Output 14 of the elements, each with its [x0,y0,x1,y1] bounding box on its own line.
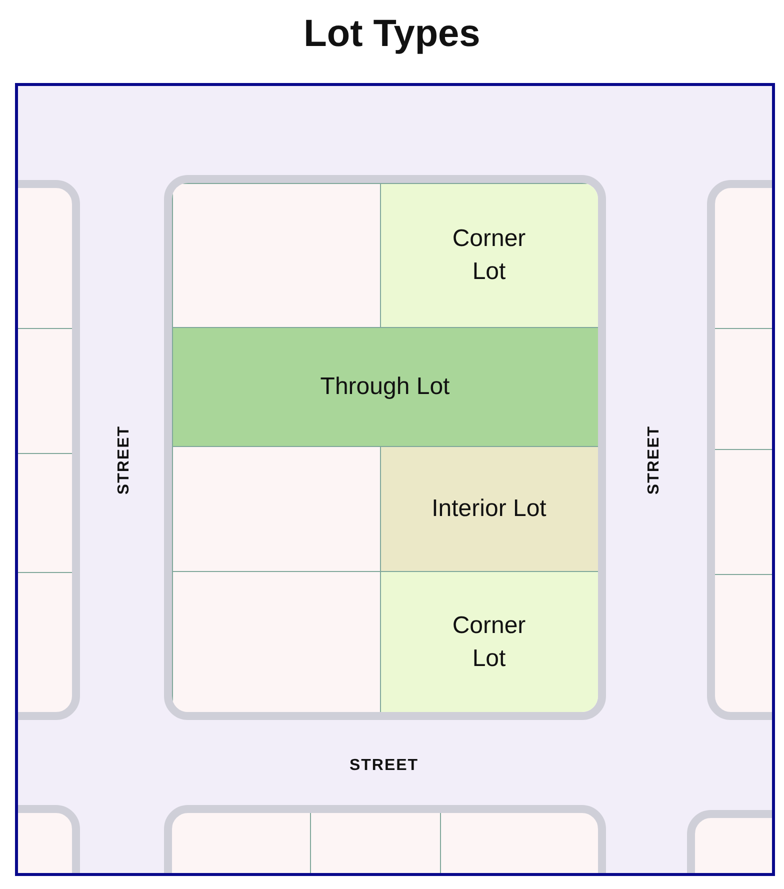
lot [380,446,598,572]
lot-label: Corner Lot [451,224,527,287]
city-block [164,175,606,720]
lot [172,183,380,328]
street-label: STREET [115,425,134,495]
lot [172,326,598,446]
lot-label: Corner Lot [451,610,527,674]
diagram-title: Lot Types [302,12,482,57]
lot [380,570,598,712]
lot-label: Interior Lot [432,494,546,524]
lot [380,183,598,328]
lot-label: Through Lot [320,372,450,402]
street-label: STREET [349,756,419,776]
street-label: STREET [645,425,664,495]
